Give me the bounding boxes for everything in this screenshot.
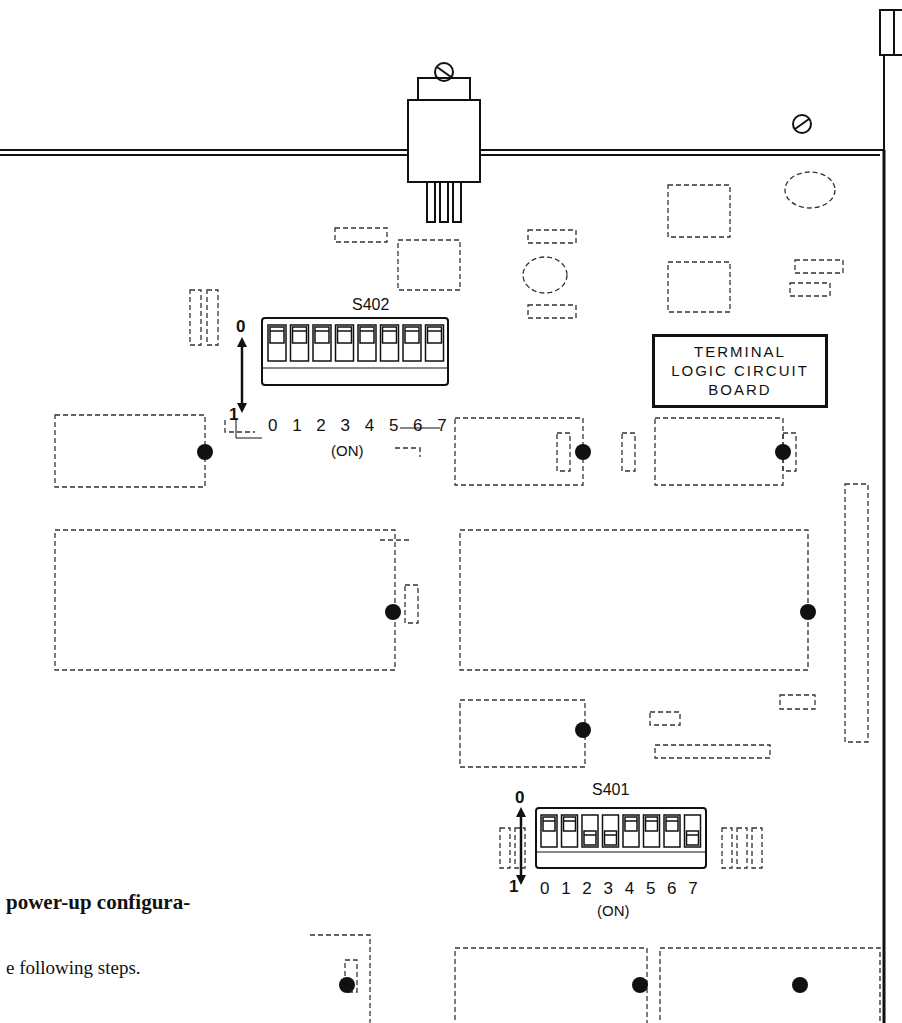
switch-name: S401 bbox=[592, 782, 629, 798]
position-mark: 1 bbox=[229, 406, 238, 423]
pin1-dots bbox=[197, 444, 816, 993]
body-text: power-up configura- bbox=[6, 892, 190, 913]
dip-switch-s401 bbox=[536, 808, 706, 868]
voltage-regulator bbox=[408, 63, 480, 222]
body-text: e following steps. bbox=[6, 958, 141, 977]
position-mark: 1 bbox=[509, 878, 518, 895]
screw bbox=[793, 115, 811, 133]
on-mark: (ON) bbox=[331, 443, 364, 458]
position-mark: 0 bbox=[236, 318, 245, 335]
switch-numbers: 0 1 2 3 4 5 6 7 bbox=[268, 417, 452, 434]
direction-arrows bbox=[242, 342, 521, 880]
dip-switch-s402 bbox=[262, 318, 448, 385]
position-mark: 0 bbox=[515, 789, 524, 806]
switch-numbers: 0 1 2 3 4 5 6 7 bbox=[540, 880, 701, 897]
switch-name: S402 bbox=[352, 297, 389, 313]
board-name-box: TERMINAL LOGIC CIRCUIT BOARD bbox=[652, 334, 828, 408]
on-mark: (ON) bbox=[597, 903, 630, 918]
board-edge bbox=[0, 35, 895, 1023]
board-name: TERMINAL LOGIC CIRCUIT BOARD bbox=[663, 343, 817, 399]
corner-connector bbox=[880, 10, 902, 55]
